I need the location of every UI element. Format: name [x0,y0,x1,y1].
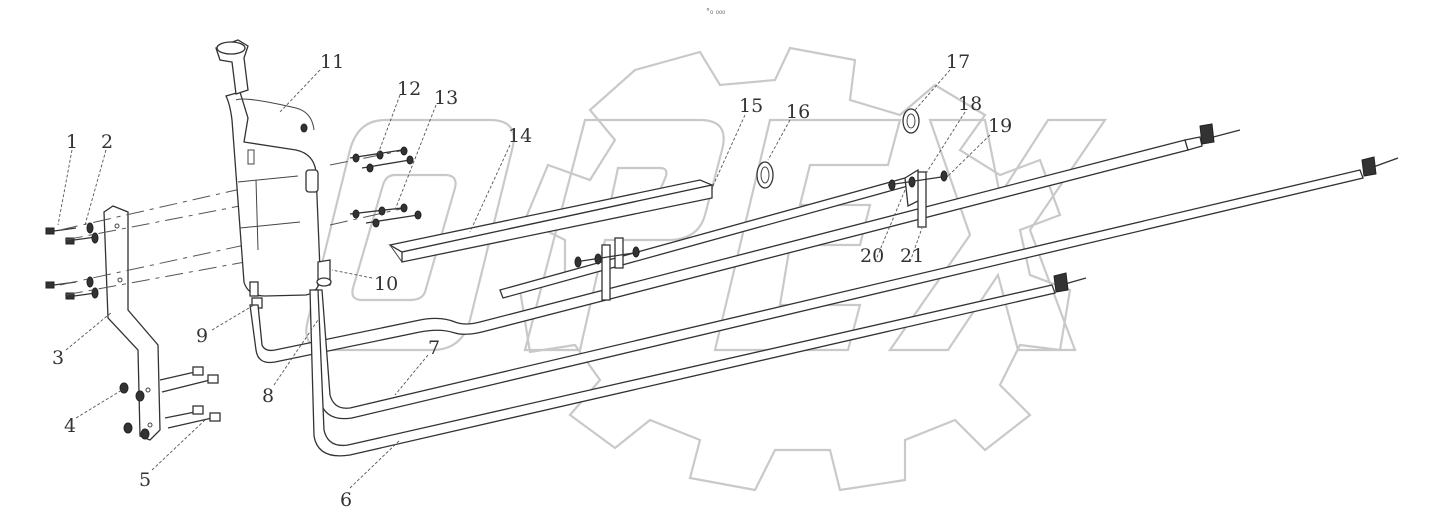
callout-5: 5 [139,469,151,491]
callout-21: 21 [900,245,924,267]
callout-4: 4 [64,415,76,437]
clamps [574,170,949,301]
callout-20: 20 [860,245,884,267]
callout-7: 7 [428,337,440,359]
tank [215,39,332,309]
bolts-12-13 [349,146,422,228]
mounting-bracket [103,205,161,441]
leader-lines [57,69,991,489]
callout-1: 1 [66,131,78,153]
callout-9: 9 [196,325,208,347]
callout-14: 14 [508,125,532,147]
callout-13: 13 [434,87,458,109]
callout-19: 19 [988,115,1012,137]
bolts-upper-left [45,222,99,300]
callout-8: 8 [262,385,274,407]
assembly-axes [59,149,406,296]
callout-11: 11 [320,51,344,73]
callout-16: 16 [786,101,810,123]
rings [756,108,920,189]
callout-12: 12 [397,78,421,100]
callout-6: 6 [340,489,352,511]
callout-18: 18 [958,93,982,115]
callout-3: 3 [52,347,64,369]
bolts-lower [119,366,221,440]
pipe-6 [309,272,1087,457]
callout-numbers: 1 2 3 4 5 6 7 8 9 10 11 12 13 14 15 16 1… [52,51,1012,511]
callout-15: 15 [739,95,763,117]
callout-17: 17 [946,51,970,73]
top-stamp: °₀ ₀₀₀ [706,7,725,16]
callout-10: 10 [374,273,398,295]
callout-2: 2 [101,131,113,153]
shield-plate [388,179,715,263]
